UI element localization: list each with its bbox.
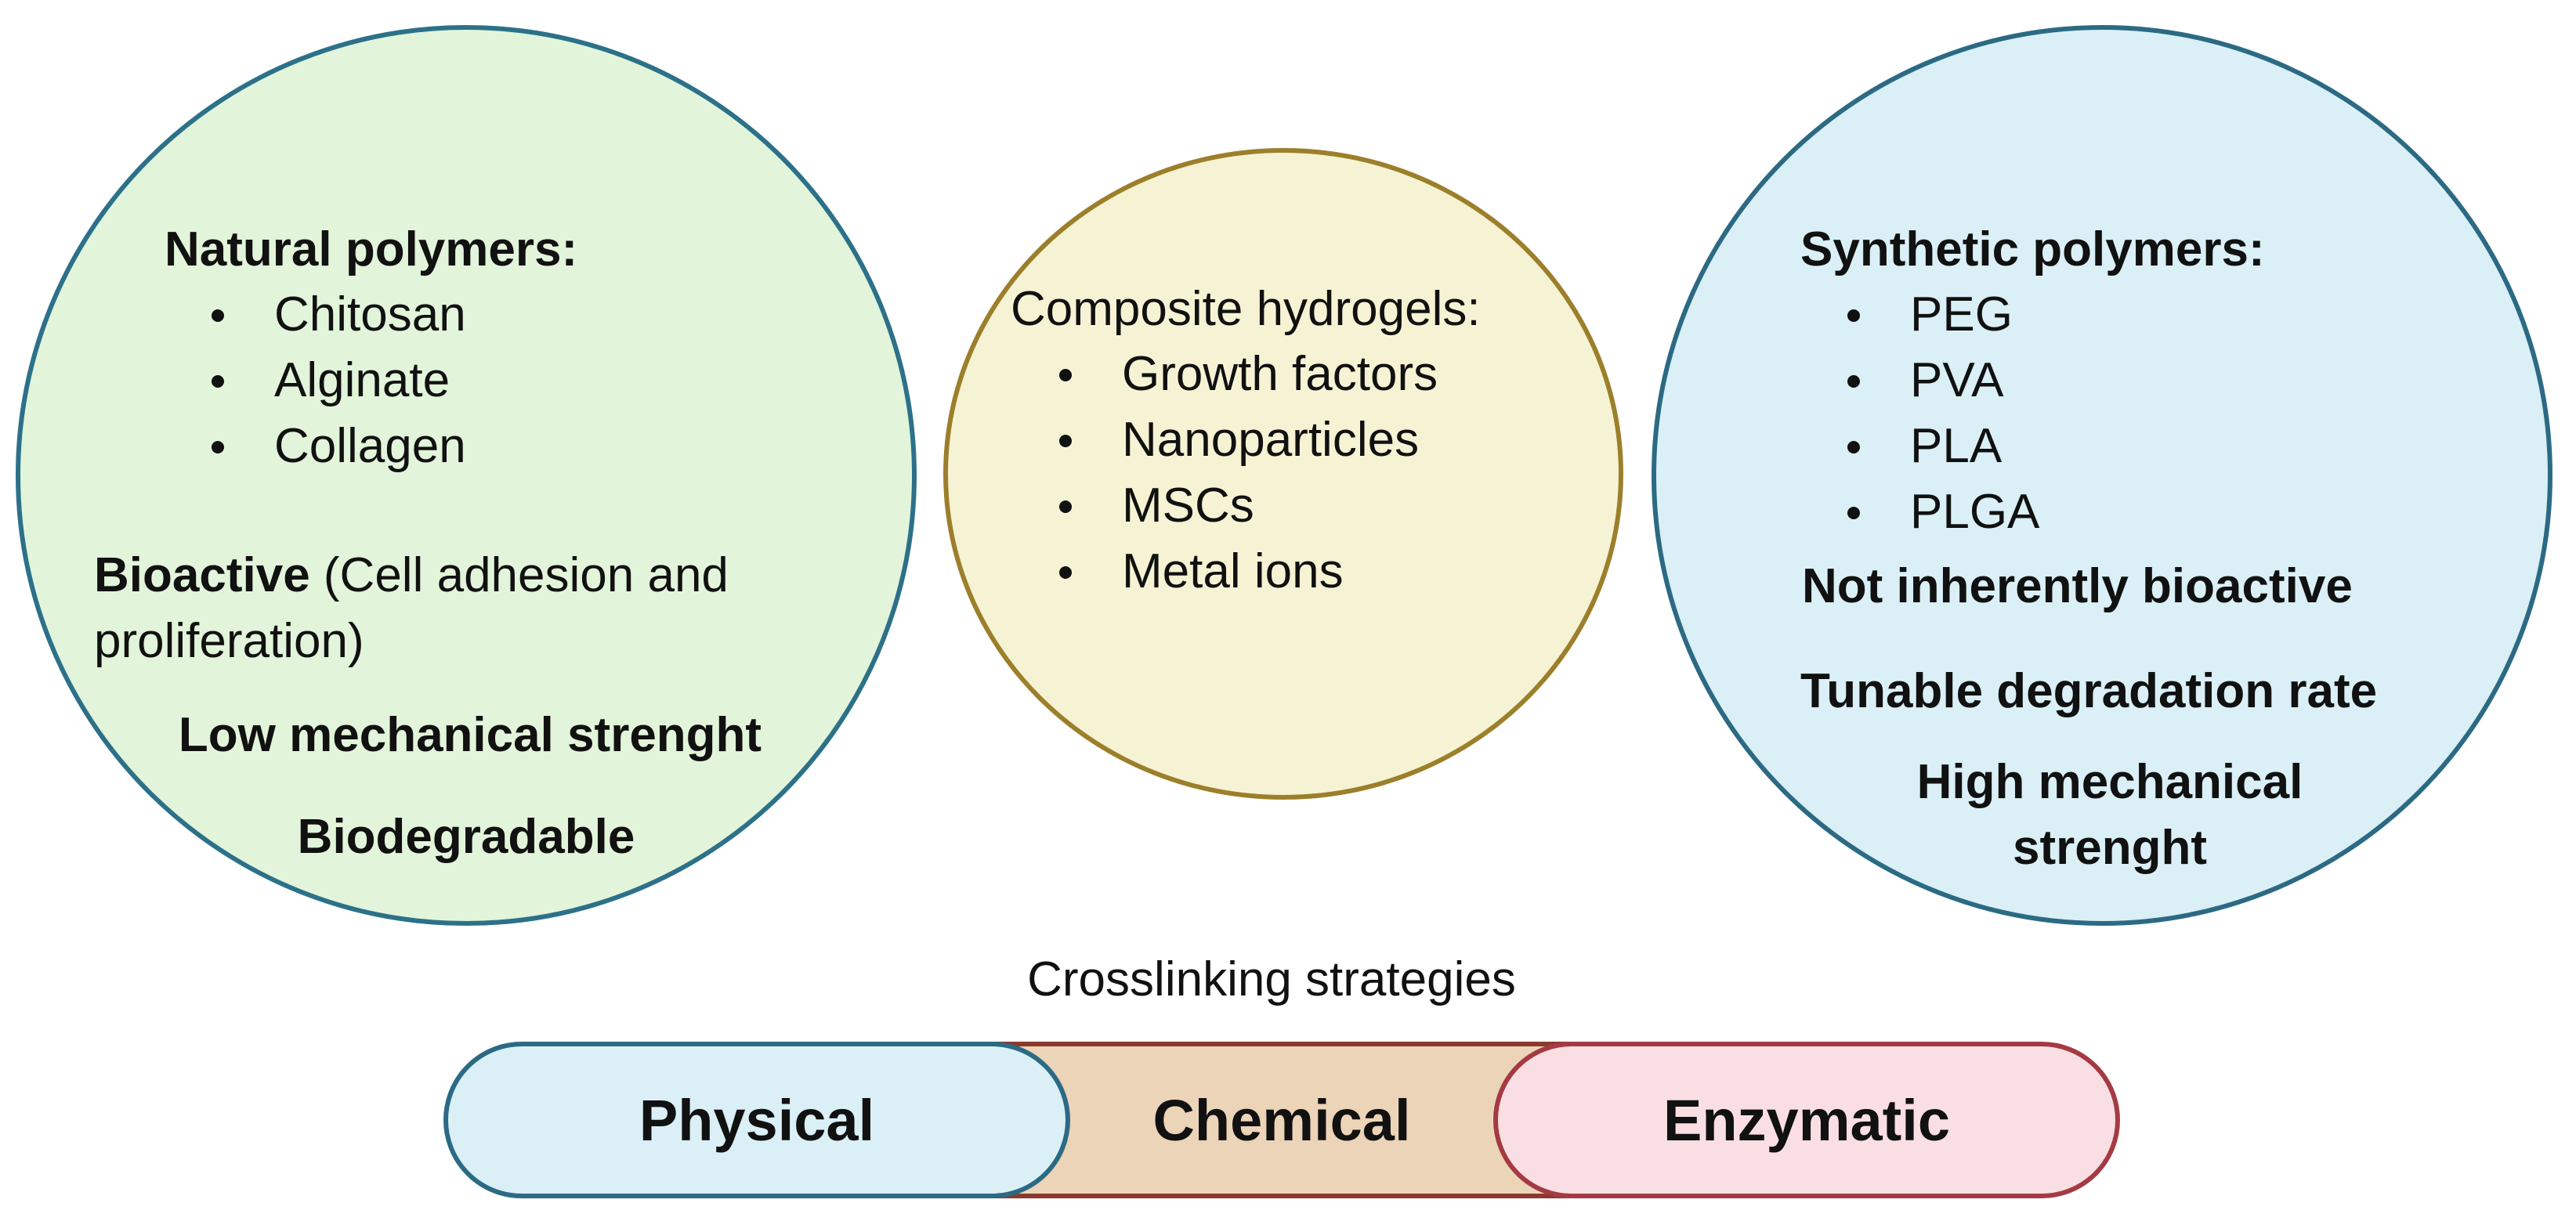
synthetic-polymers-title: Synthetic polymers:	[1800, 222, 2265, 276]
natural-bioactive-label: Bioactive	[94, 548, 310, 602]
natural-polymers-list: Chitosan Alginate Collagen	[165, 282, 466, 479]
list-item: MSCs	[1012, 473, 1438, 539]
chemical-band	[995, 1042, 1590, 1198]
composite-hydrogels-list: Growth factors Nanoparticles MSCs Metal …	[1012, 341, 1438, 605]
list-item: Collagen	[165, 414, 466, 479]
synthetic-strength-line2: strenght	[2013, 821, 2207, 875]
physical-label: Physical	[639, 1087, 875, 1153]
list-item: Chitosan	[165, 282, 466, 348]
list-item: Growth factors	[1012, 341, 1438, 407]
list-item: Alginate	[165, 348, 466, 414]
natural-bioactive-line: Bioactive (Cell adhesion and	[94, 547, 729, 605]
chemical-label: Chemical	[1152, 1087, 1411, 1153]
natural-bioactive-note: (Cell adhesion and	[323, 548, 729, 602]
synthetic-polymers-circle	[1652, 25, 2552, 926]
synthetic-strength-line1: High mechanical	[1916, 755, 2303, 809]
list-item: PLA	[1800, 414, 2039, 479]
natural-strength: Low mechanical strenght	[178, 708, 762, 762]
list-item: PLGA	[1800, 479, 2039, 545]
natural-bioactive-note-line2: proliferation)	[94, 614, 364, 668]
composite-hydrogels-circle	[943, 148, 1623, 800]
enzymatic-pill: Enzymatic	[1493, 1042, 2120, 1198]
synthetic-degradation: Tunable degradation rate	[1800, 664, 2378, 718]
crosslinking-title: Crosslinking strategies	[1027, 952, 1516, 1006]
list-item: PEG	[1800, 282, 2039, 348]
synthetic-polymers-list: PEG PVA PLA PLGA	[1800, 282, 2039, 545]
physical-pill: Physical	[443, 1042, 1070, 1198]
list-item: Nanoparticles	[1012, 407, 1438, 473]
composite-hydrogels-title: Composite hydrogels:	[1011, 282, 1481, 336]
list-item: PVA	[1800, 348, 2039, 414]
natural-degradation: Biodegradable	[297, 810, 635, 864]
enzymatic-label: Enzymatic	[1662, 1087, 1951, 1153]
natural-polymers-circle	[16, 25, 917, 926]
synthetic-bioactivity: Not inherently bioactive	[1802, 559, 2353, 613]
natural-polymers-title: Natural polymers:	[165, 222, 578, 276]
list-item: Metal ions	[1012, 539, 1438, 605]
